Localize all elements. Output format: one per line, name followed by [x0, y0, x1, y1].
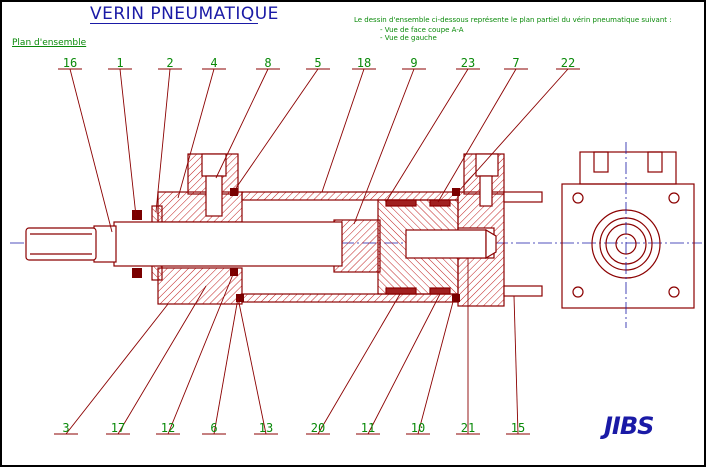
callout-10: 10 — [410, 421, 426, 435]
left-view — [561, 142, 695, 328]
callout-18: 18 — [356, 56, 372, 70]
callout-3: 3 — [62, 421, 70, 435]
note-line-1: Le dessin d'ensemble ci-dessous représen… — [354, 16, 672, 24]
callout-6: 6 — [210, 421, 218, 435]
callout-9: 9 — [410, 56, 418, 70]
callout-13: 13 — [258, 421, 274, 435]
callout-22: 22 — [560, 56, 576, 70]
drawing-subtitle: Plan d'ensemble — [12, 38, 87, 48]
callout-23: 23 — [460, 56, 476, 70]
callout-17: 17 — [110, 421, 126, 435]
drawing-title: VERIN PNEUMATIQUE — [90, 4, 279, 24]
callout-21: 21 — [460, 421, 476, 435]
callout-2: 2 — [166, 56, 174, 70]
note-line-2: - Vue de face coupe A-A — [380, 26, 464, 34]
leader-lines-top — [58, 68, 580, 233]
callout-4: 4 — [210, 56, 218, 70]
piston-rod — [25, 221, 497, 267]
note-line-3: - Vue de gauche — [380, 34, 437, 42]
callout-16: 16 — [62, 56, 78, 70]
callout-1: 1 — [116, 56, 124, 70]
leader-lines-bottom — [54, 258, 530, 435]
callout-7: 7 — [512, 56, 520, 70]
callout-20: 20 — [310, 421, 326, 435]
company-logo: JIBS — [604, 412, 654, 440]
title-underline — [90, 23, 258, 24]
tie-rods — [503, 191, 543, 297]
callout-15: 15 — [510, 421, 526, 435]
callout-12: 12 — [160, 421, 176, 435]
callout-11: 11 — [360, 421, 376, 435]
callout-8: 8 — [264, 56, 272, 70]
callout-5: 5 — [314, 56, 322, 70]
